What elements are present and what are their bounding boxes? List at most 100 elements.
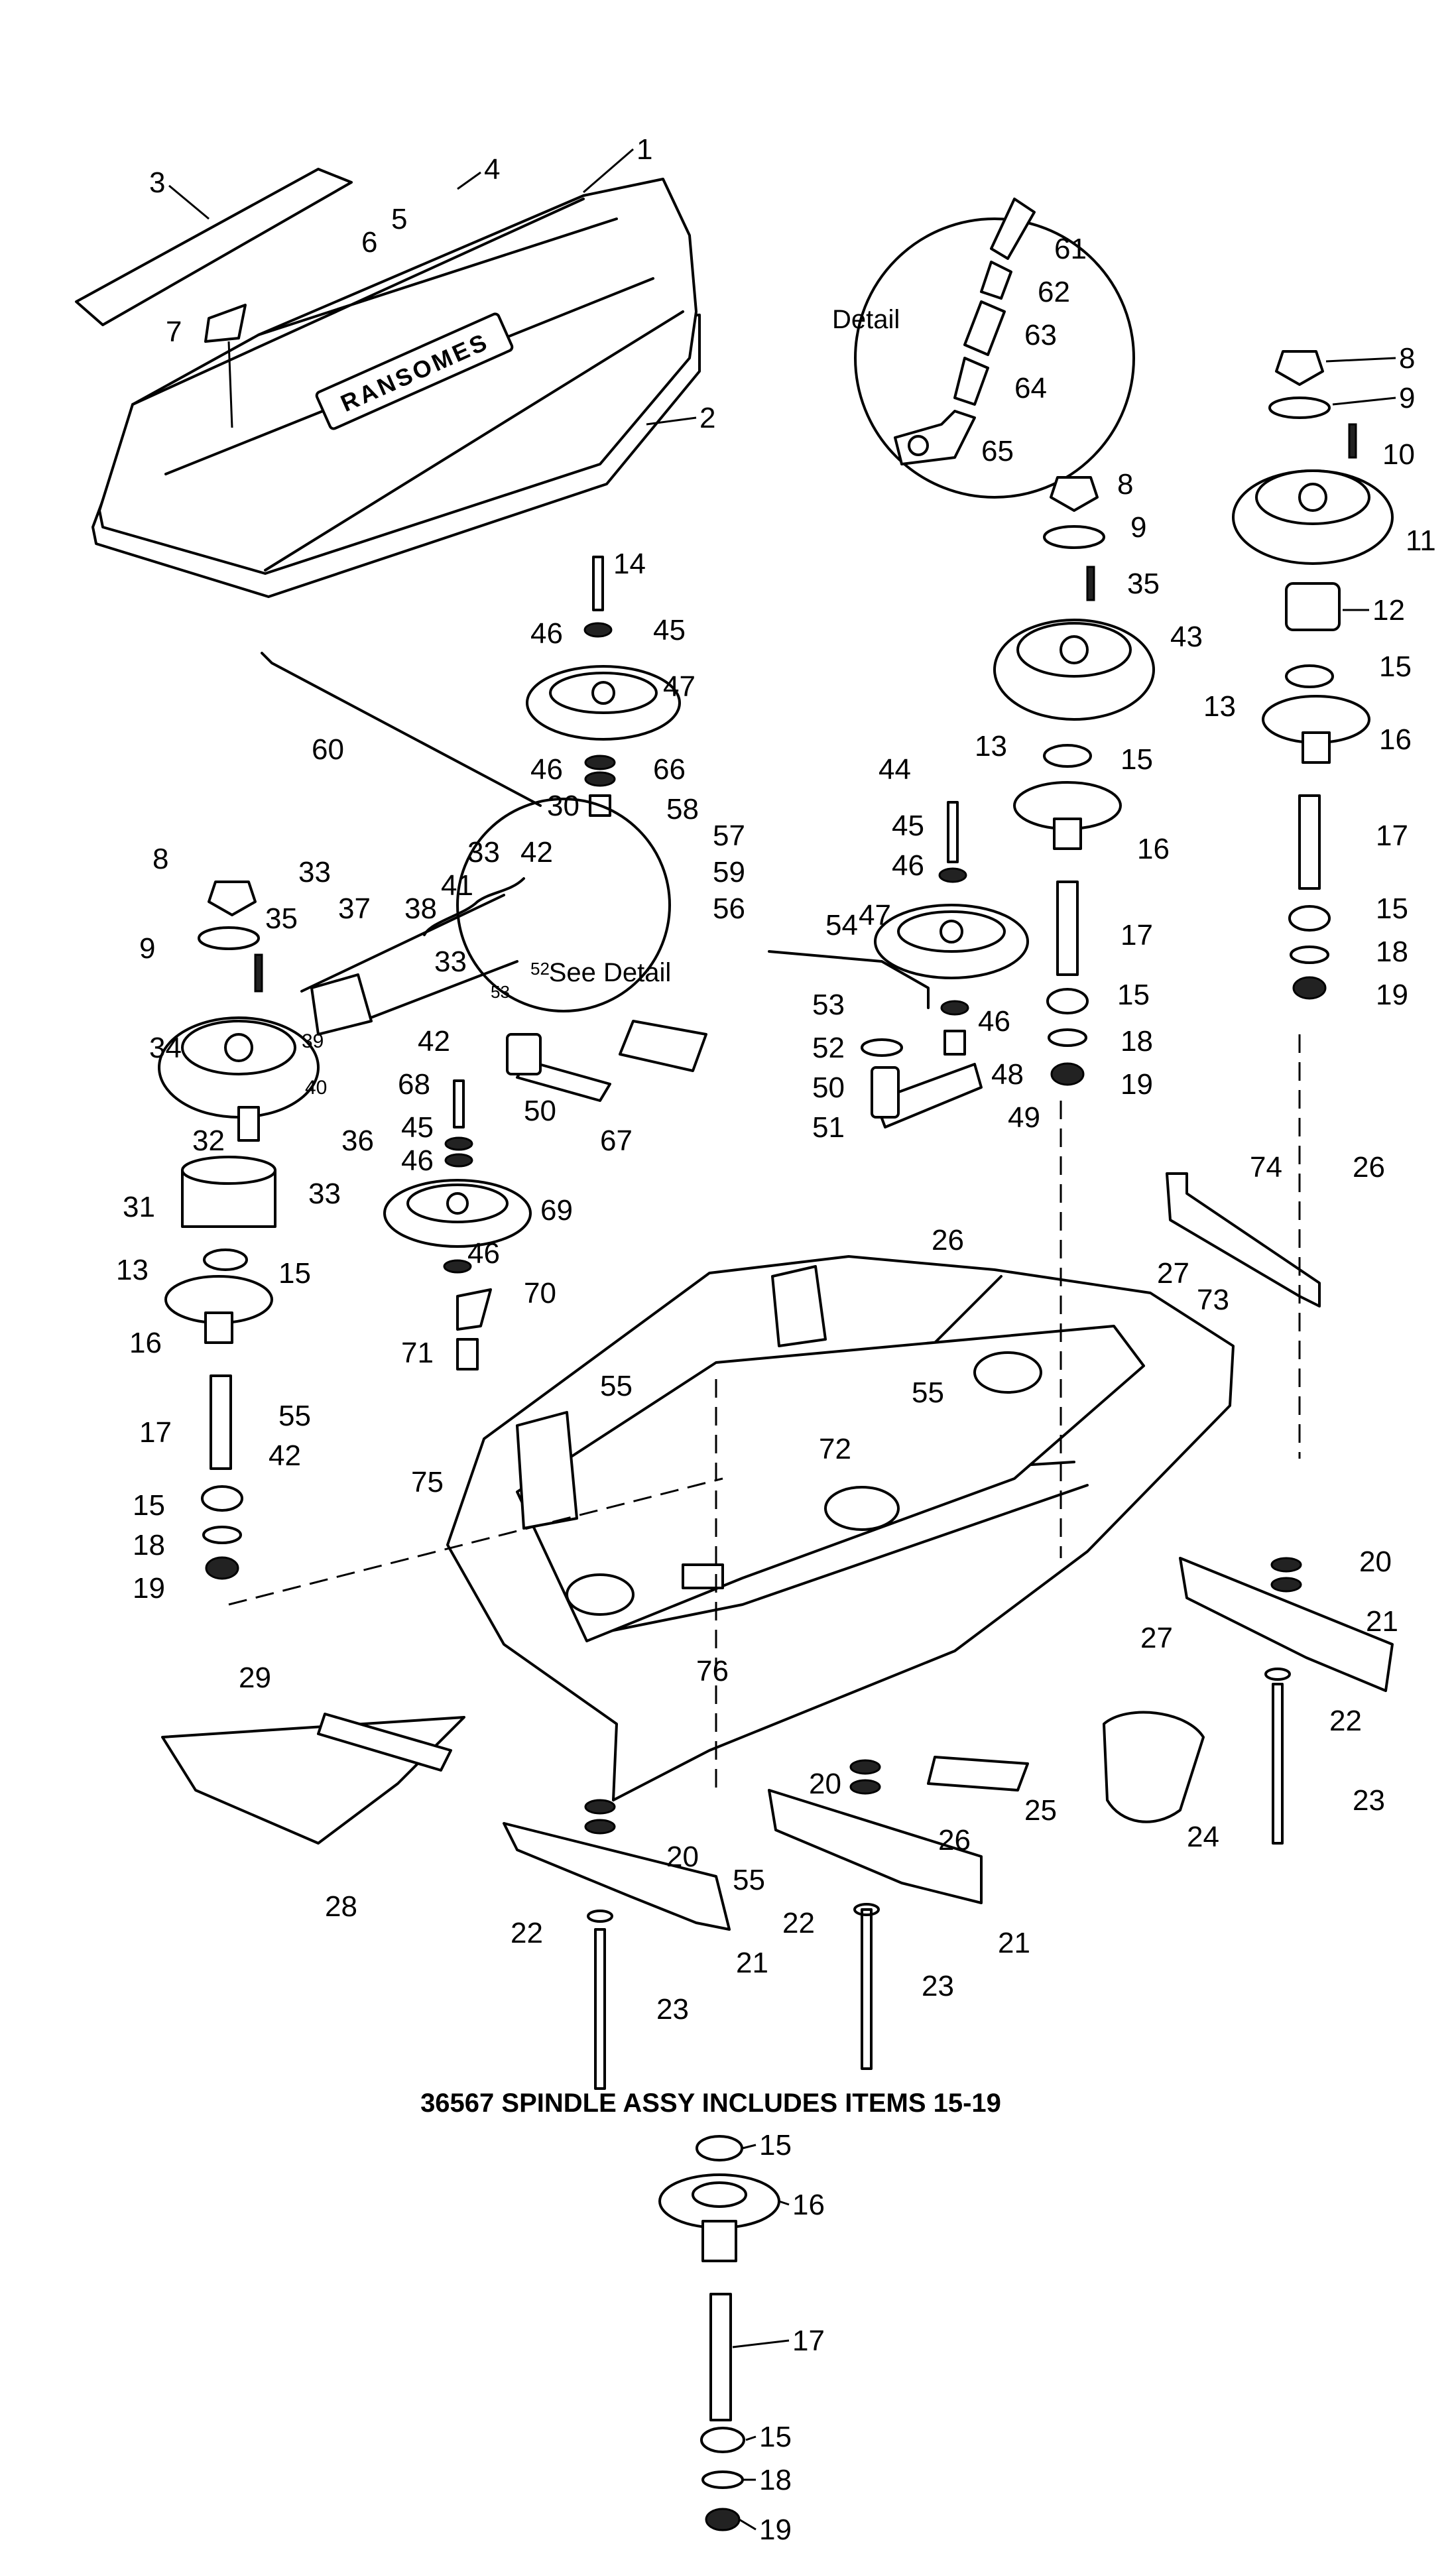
chute-hinge-bar	[317, 1713, 452, 1772]
callout-48: 48	[991, 1058, 1024, 1091]
spindle-assembly-caption: 36567 SPINDLE ASSY INCLUDES ITEMS 15-19	[420, 2089, 1001, 2118]
linkage-rods: See Detail	[261, 652, 930, 1036]
idler-assemblies	[383, 556, 1029, 1370]
callout-36: 36	[341, 1125, 374, 1157]
callout-5: 5	[391, 203, 407, 235]
callout-42-a: 42	[520, 836, 553, 869]
callout-15-b: 15	[1121, 743, 1153, 776]
callout-10: 10	[1382, 438, 1415, 471]
callout-17-d: 17	[792, 2325, 825, 2357]
callout-17-c: 17	[139, 1416, 172, 1449]
callout-46-b: 46	[530, 753, 563, 786]
callout-15-h: 15	[759, 2421, 792, 2453]
callout-67: 67	[600, 1125, 633, 1157]
callout-3: 3	[149, 166, 165, 199]
callout-15-a: 15	[1379, 650, 1412, 683]
callout-8-right: 8	[1399, 342, 1415, 375]
callout-19-c: 19	[133, 1572, 165, 1605]
callout-55-d: 55	[733, 1864, 765, 1896]
right-spindle-stack	[1232, 350, 1394, 1000]
callout-22-left: 22	[511, 1917, 543, 1949]
callout-58: 58	[666, 793, 699, 825]
callout-55-a: 55	[912, 1376, 944, 1409]
callout-45-c: 45	[401, 1111, 434, 1144]
callout-4: 4	[484, 153, 500, 186]
callout-46-d: 46	[401, 1144, 434, 1177]
callout-22-right: 22	[1329, 1705, 1362, 1737]
callout-2: 2	[699, 402, 715, 434]
callouts: 1 2 3 4 5 6 7 8 8 8 9 9 9 10 11 12 13 13…	[116, 133, 1436, 2546]
deck-baffle-plate	[516, 1325, 1145, 1642]
callout-62: 62	[1038, 276, 1070, 308]
callout-29: 29	[239, 1662, 271, 1694]
callout-45-b: 45	[892, 810, 924, 842]
callout-41: 41	[441, 869, 473, 902]
callout-47-a: 47	[663, 670, 696, 703]
callout-34: 34	[149, 1032, 182, 1064]
discharge-chute	[161, 1716, 465, 1845]
callout-20-center: 20	[809, 1768, 841, 1800]
callout-8-center: 8	[1117, 468, 1133, 501]
callout-30: 30	[547, 790, 579, 822]
callout-18-d: 18	[759, 2464, 792, 2496]
callout-63: 63	[1024, 319, 1057, 351]
deck-cover-assembly: RANSOMES	[75, 168, 701, 598]
belt-guard	[1103, 1711, 1205, 1823]
callout-33-a: 33	[298, 856, 331, 888]
callout-42-c: 42	[269, 1439, 301, 1472]
callout-20-left: 20	[666, 1841, 699, 1873]
callout-19-d: 19	[759, 2514, 792, 2546]
chute-bracket	[927, 1756, 1029, 1792]
callout-45-a: 45	[653, 614, 686, 646]
callout-17-b: 17	[1121, 919, 1153, 951]
callout-39: 39	[302, 1030, 324, 1052]
right-blade	[1179, 1557, 1394, 1692]
callout-76: 76	[696, 1655, 729, 1687]
callout-59: 59	[713, 856, 745, 888]
callout-19-a: 19	[1376, 979, 1408, 1011]
callout-1: 1	[637, 133, 652, 166]
callout-9-right: 9	[1399, 382, 1415, 414]
callout-23-right: 23	[1353, 1784, 1385, 1817]
callout-6: 6	[361, 226, 377, 259]
callout-60: 60	[312, 733, 344, 766]
callout-53-a: 53	[812, 989, 845, 1021]
callout-33-c: 33	[434, 945, 467, 978]
callout-26-top: 26	[1353, 1151, 1385, 1184]
callout-57: 57	[713, 820, 745, 852]
callout-18-a: 18	[1376, 936, 1408, 968]
callout-9-center: 9	[1130, 511, 1146, 544]
callout-61: 61	[1054, 233, 1087, 265]
callout-64: 64	[1014, 372, 1047, 404]
callout-72: 72	[819, 1433, 851, 1465]
callout-44: 44	[879, 753, 911, 786]
callout-75: 75	[411, 1466, 444, 1498]
left-blade	[503, 1822, 731, 1931]
callout-46-a: 46	[530, 617, 563, 650]
callout-54: 54	[825, 909, 858, 942]
callout-27-low: 27	[1140, 1622, 1173, 1654]
callout-18-b: 18	[1121, 1025, 1153, 1058]
callout-71: 71	[401, 1337, 434, 1369]
callout-46-e: 46	[978, 1005, 1010, 1038]
callout-15-f: 15	[133, 1489, 165, 1522]
callout-25: 25	[1024, 1794, 1057, 1827]
callout-15-c: 15	[1376, 892, 1408, 925]
callout-32: 32	[192, 1125, 225, 1157]
callout-70: 70	[524, 1277, 556, 1309]
callout-47-b: 47	[859, 899, 891, 932]
callout-74: 74	[1250, 1151, 1282, 1184]
callout-40: 40	[305, 1077, 327, 1099]
callout-55-c: 55	[278, 1400, 311, 1432]
callout-16-c: 16	[129, 1327, 162, 1359]
callout-15-d: 15	[1117, 979, 1150, 1011]
discharge-chute-rear	[1166, 1172, 1321, 1307]
callout-50-b: 50	[524, 1095, 556, 1127]
center-right-spindle-stack	[993, 476, 1155, 1086]
cover-knob	[204, 304, 247, 343]
callout-50-a: 50	[812, 1071, 845, 1104]
leader-lines	[168, 148, 1396, 2531]
callout-8-left: 8	[152, 843, 168, 875]
callout-35-left: 35	[265, 902, 298, 935]
